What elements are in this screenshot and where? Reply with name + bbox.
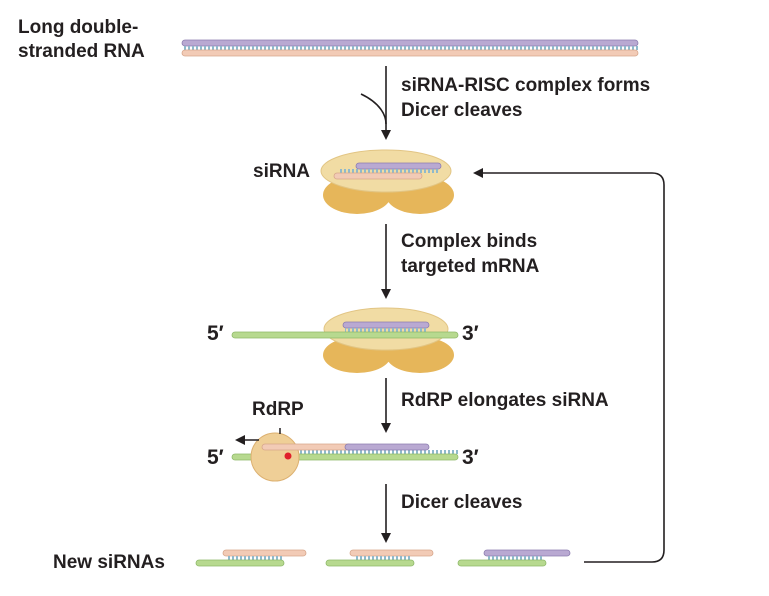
step-1-line2: Dicer cleaves [401, 100, 523, 121]
target-mrna [231, 331, 459, 339]
step-1-caption: siRNA-RISC complex forms Dicer cleaves [401, 73, 650, 123]
step-2-caption: Complex binds targeted mRNA [401, 229, 539, 279]
sirna-risc-complex [320, 149, 454, 214]
step-4-line1: Dicer cleaves [401, 492, 523, 513]
step-3-caption: RdRP elongates siRNA [401, 388, 609, 413]
five-prime-label: 5′ [207, 322, 224, 345]
long-dsrna-label-line2: stranded RNA [18, 41, 145, 62]
long-dsrna [181, 39, 639, 57]
new-sirna-3 [457, 549, 571, 567]
step-3-line1: RdRP elongates siRNA [401, 390, 609, 411]
step-2-line1: Complex binds [401, 231, 538, 252]
long-dsrna-label: Long double- stranded RNA [18, 16, 145, 64]
step-4-caption: Dicer cleaves [401, 490, 523, 515]
new-sirnas [195, 549, 571, 567]
sirna-duplex [333, 162, 442, 180]
new-sirna-1 [195, 549, 307, 567]
long-dsrna-label-line1: Long double- [18, 17, 139, 38]
loop-back-arrow-icon [473, 168, 665, 563]
three-prime-label: 3′ [462, 446, 479, 469]
rdrp-label: RdRP [252, 399, 304, 420]
primer-sirna [344, 443, 430, 451]
new-sirnas-label: New siRNAs [53, 552, 165, 573]
active-site-dot [284, 452, 292, 460]
new-sirna-2 [325, 549, 434, 567]
five-prime-label: 5′ [207, 446, 224, 469]
dicer-curve [360, 93, 387, 125]
step-2-line2: targeted mRNA [401, 256, 540, 277]
three-prime-label: 3′ [462, 322, 479, 345]
rdrp-elongation [231, 428, 459, 482]
step-1-line1: siRNA-RISC complex forms [401, 75, 651, 96]
new-strand [261, 443, 353, 451]
complex-bound-mrna [231, 307, 459, 373]
sirna-label: siRNA [253, 161, 311, 182]
